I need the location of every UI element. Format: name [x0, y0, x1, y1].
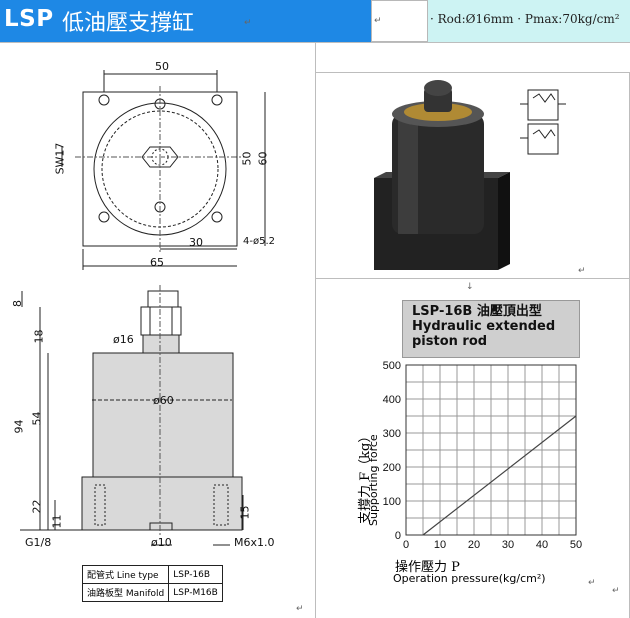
- return-mark: ↵: [612, 586, 620, 596]
- chart-title: LSP-16B 油壓頂出型 Hydraulic extended piston …: [412, 304, 580, 349]
- x-tick-label: 50: [570, 539, 582, 551]
- plot-frame: [405, 364, 577, 536]
- table-row: 油路板型 Manifold LSP-M16B: [81, 583, 223, 602]
- return-mark: ↵: [374, 16, 382, 26]
- dim-g18: G1/8: [25, 536, 52, 549]
- top-view-drawing: [61, 70, 266, 270]
- table-cell-value: LSP-16B: [168, 565, 223, 584]
- spec-cell: [428, 0, 630, 42]
- dim-54: 54: [30, 411, 44, 426]
- x-tick-label: 20: [468, 539, 480, 551]
- x-tick-label: 0: [403, 539, 409, 551]
- dim-width: 50: [155, 60, 169, 73]
- dim-height: 50: [240, 151, 254, 166]
- x-tick-label: 30: [502, 539, 514, 551]
- dim-22: 22: [30, 499, 44, 514]
- return-mark: ↵: [296, 604, 304, 614]
- dim-d60: ø60: [153, 394, 174, 407]
- return-mark: ↵: [578, 266, 586, 276]
- dim-65: 65: [150, 256, 164, 269]
- dim-d10: ø10: [151, 536, 172, 549]
- return-mark: ↓: [466, 282, 474, 292]
- blank-cell: [371, 0, 428, 42]
- y-axis-label: Supporting force: [367, 434, 380, 526]
- dim-30: 30: [189, 236, 203, 249]
- dim-d16: ø16: [113, 333, 134, 346]
- side-view-drawing: [20, 285, 244, 546]
- dim-94: 94: [12, 419, 26, 434]
- column-divider: [315, 42, 316, 618]
- table-cell-label: 配管式 Line type: [81, 565, 170, 584]
- dim-holes: 4-ø5.2: [243, 236, 275, 247]
- table-cell-label: 油路板型 Manifold: [81, 583, 170, 602]
- y-tick-label: 400: [383, 394, 401, 406]
- x-tick-label: 10: [434, 539, 446, 551]
- type-table: 配管式 Line type LSP-16B 油路板型 Manifold LSP-…: [81, 565, 223, 602]
- dim-18: 18: [32, 329, 46, 344]
- dim-11: 11: [50, 514, 64, 529]
- dim-sw: SW17: [53, 142, 67, 175]
- spec-text: · Rod:Ø16mm · Pmax:70kg/cm²: [430, 12, 620, 26]
- y-tick-label: 300: [383, 428, 401, 440]
- y-tick-label: 0: [395, 530, 401, 542]
- row-divider: [316, 278, 630, 279]
- dim-8: 8: [11, 300, 24, 307]
- dim-outer: 60: [256, 151, 270, 166]
- title-bar: [0, 0, 371, 42]
- dim-15: 15: [238, 505, 252, 520]
- page-subtitle: 低油壓支撐缸: [62, 11, 195, 36]
- dim-m6: M6x1.0: [234, 536, 275, 549]
- x-axis-label-cn: 操作壓力 P: [395, 560, 460, 575]
- x-axis-label: Operation pressure(kg/cm²): [393, 572, 546, 585]
- row-divider: [316, 72, 630, 73]
- chart-title-box: [402, 300, 580, 358]
- y-tick-label: 200: [383, 462, 401, 474]
- y-tick-label: 500: [383, 360, 401, 372]
- x-tick-label: 40: [536, 539, 548, 551]
- return-mark: ↵: [588, 578, 596, 588]
- header-divider: [0, 42, 630, 43]
- chart-title-text: LSP-16B 油壓頂出型 Hydraulic extended piston …: [412, 304, 556, 349]
- table-row: 配管式 Line type LSP-16B: [81, 565, 223, 584]
- page-title: LSP: [4, 6, 54, 32]
- y-tick-label: 100: [383, 496, 401, 508]
- product-photo: [318, 74, 628, 276]
- series-line: [422, 415, 577, 536]
- return-mark: ↵: [244, 18, 252, 28]
- table-cell-value: LSP-M16B: [168, 583, 223, 602]
